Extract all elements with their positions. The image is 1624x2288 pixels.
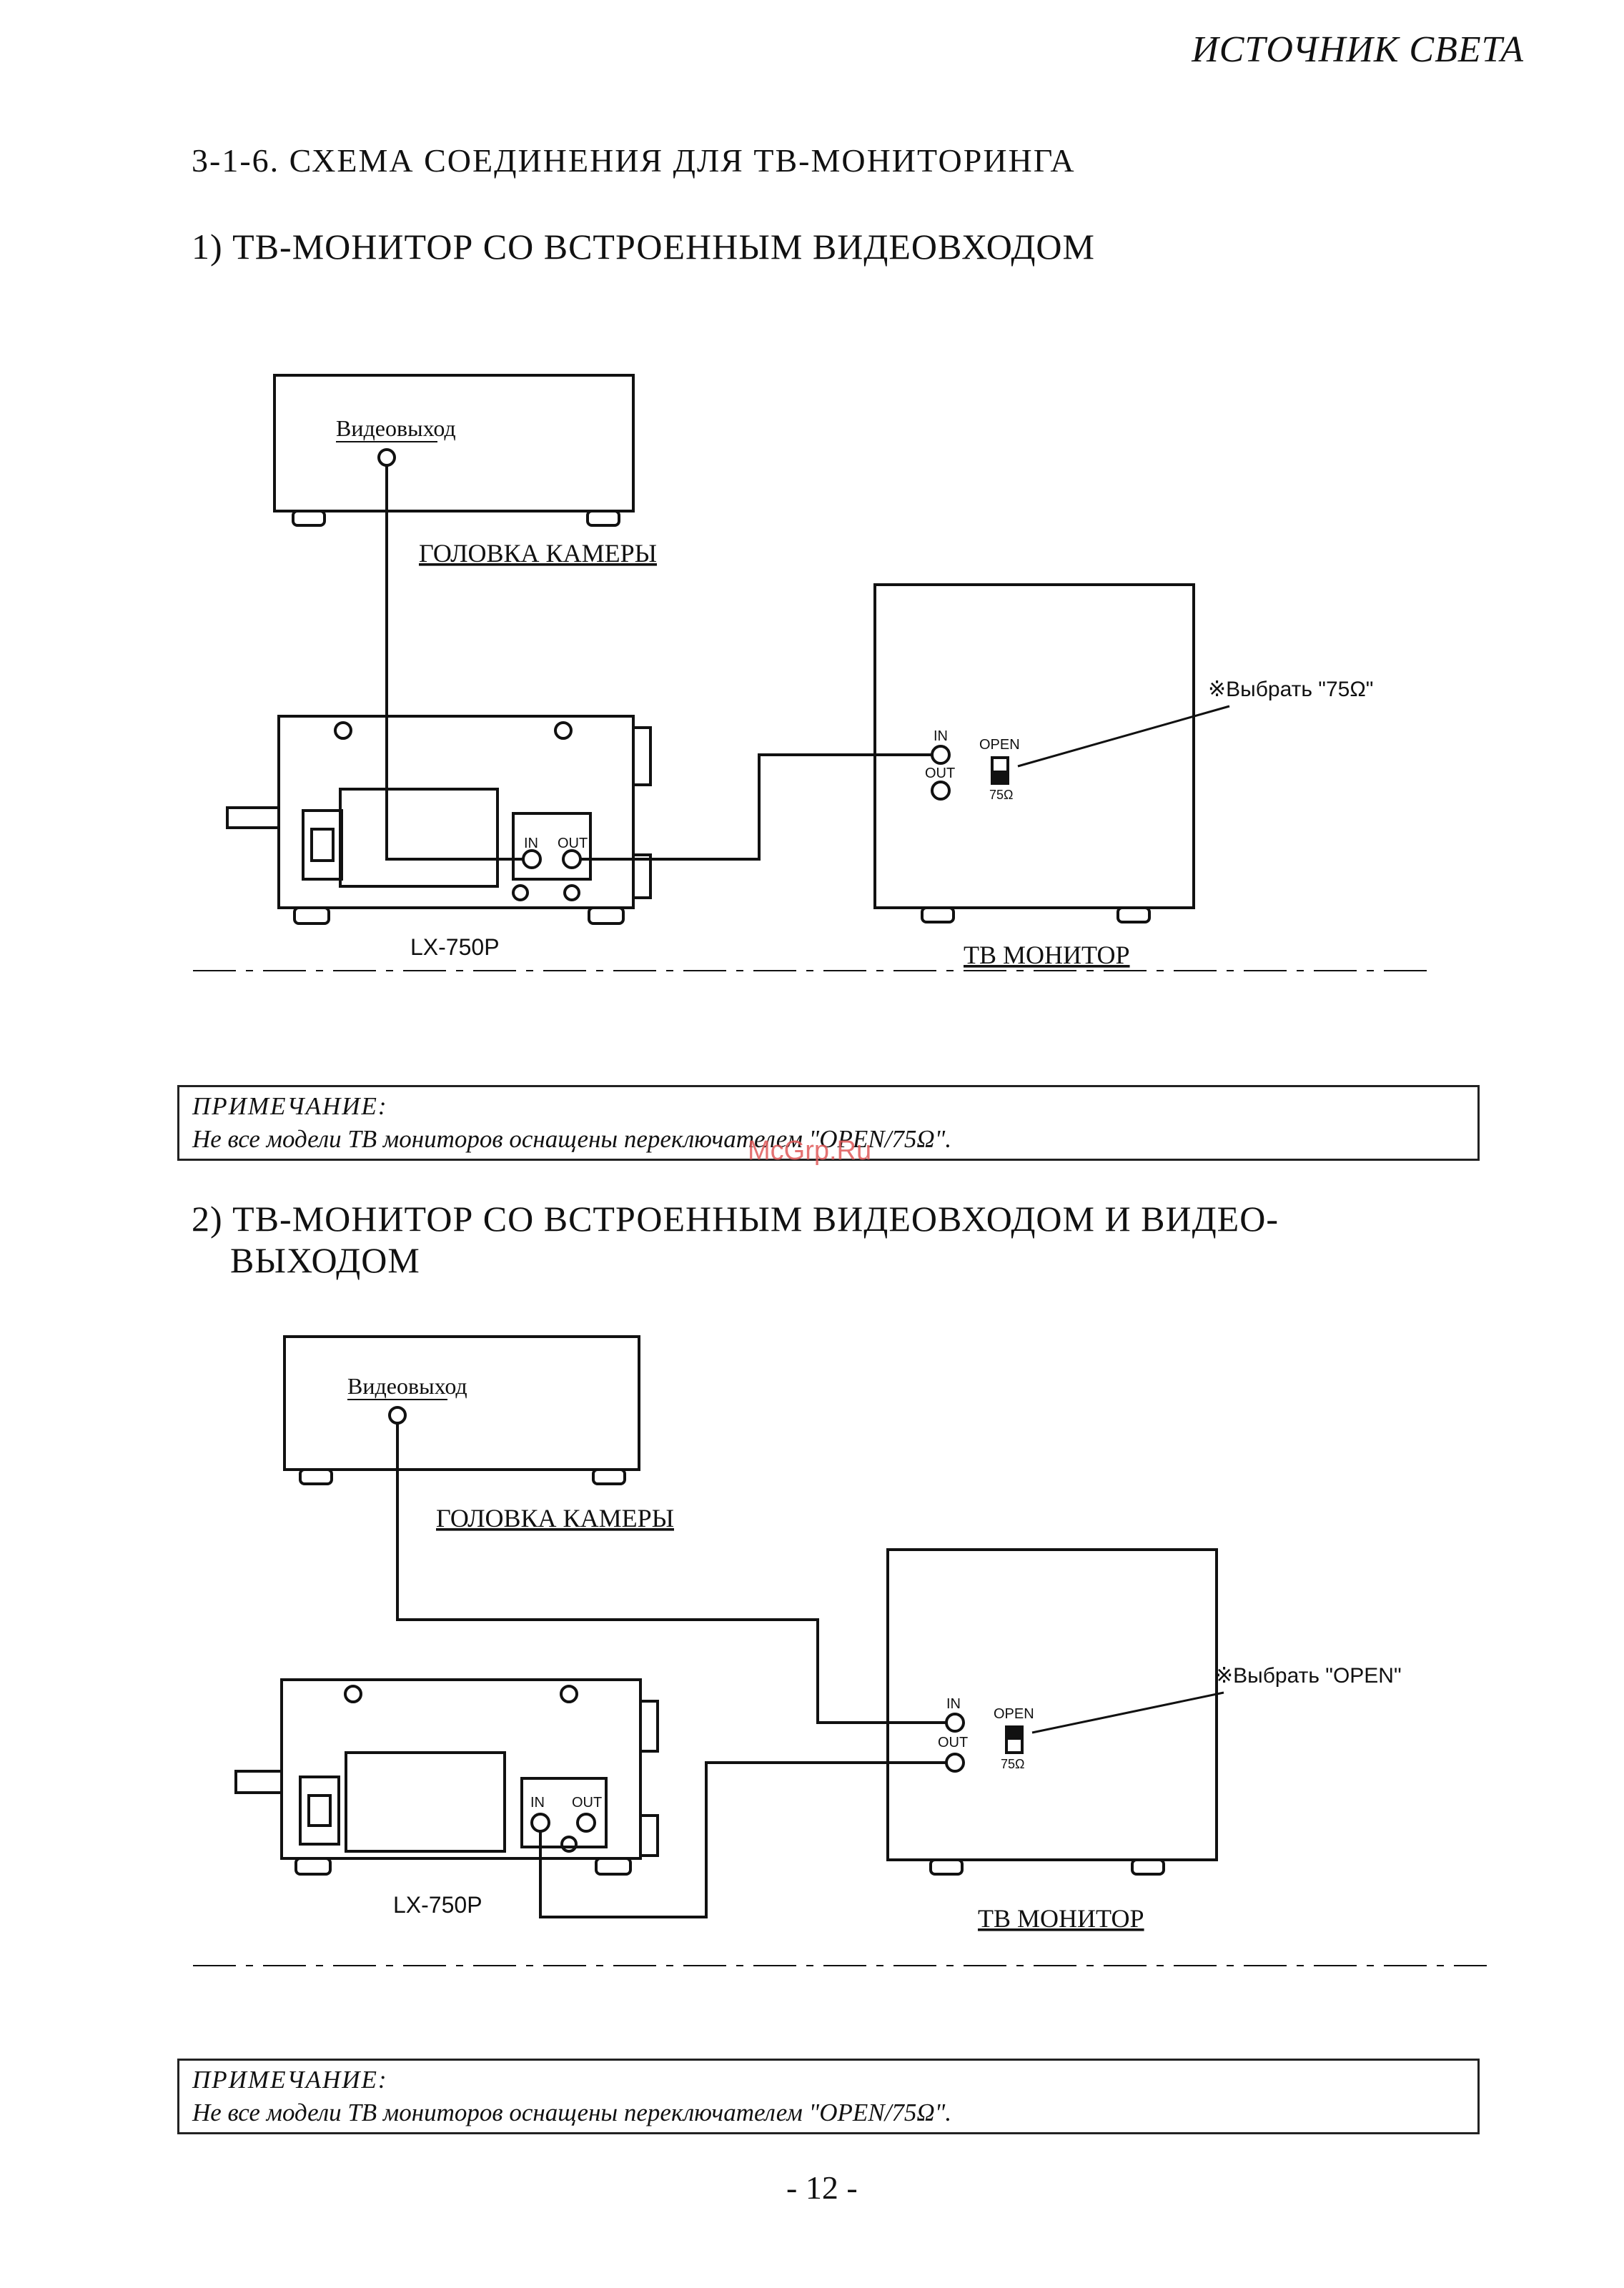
cable-monitor-out-to-lx750p: [539, 1761, 946, 1918]
callout-leader: [1017, 705, 1230, 768]
camera-head-box: [283, 1335, 640, 1471]
tv-monitor-box: [873, 583, 1195, 909]
lx750p-box: [280, 1678, 642, 1860]
tv-monitor-box: [886, 1548, 1218, 1861]
screw-icon: [563, 884, 580, 901]
note1-box: ПРИМЕЧАНИЕ: Не все модели ТВ мониторов о…: [177, 1085, 1480, 1161]
camera-video-out-label: Видеовыход: [347, 1373, 467, 1399]
tv-monitor-label: ТВ МОНИТОР: [978, 1904, 1144, 1933]
lx750p-out-jack: [576, 1813, 596, 1833]
screw-icon: [554, 721, 573, 740]
switch-open-label: OPEN: [979, 737, 1020, 753]
monitor-in-jack: [945, 1713, 965, 1733]
diagram1-heading: 1) ТВ-МОНИТОР СО ВСТРОЕННЫМ ВИДЕОВХОДОМ: [192, 227, 1095, 267]
lx750p-label: LX-750P: [410, 934, 500, 960]
select-callout: ※Выбрать "75Ω": [1208, 678, 1373, 701]
cable-camera-to-monitor-in: [396, 1423, 946, 1724]
note2-text: Не все модели ТВ мониторов оснащены пере…: [192, 2099, 952, 2126]
switch-open-label: OPEN: [994, 1706, 1034, 1722]
cable-camera-to-lx750p: [385, 465, 523, 861]
lx750p-out-label: OUT: [572, 1795, 602, 1811]
lx750p-panel: [339, 788, 499, 888]
diagram1-connection-diagram: Видеовыход ГОЛОВКА КАМЕРЫ IN OUT LX-750P…: [193, 374, 1430, 971]
lx750p-out-label: OUT: [558, 836, 588, 851]
camera-head-box: [273, 374, 635, 512]
screw-icon: [344, 1685, 362, 1703]
lx750p-in-label: IN: [530, 1795, 545, 1811]
section-header: ИСТОЧНИК СВЕТА: [1192, 29, 1524, 70]
tv-monitor-label: ТВ МОНИТОР: [964, 941, 1130, 969]
camera-head-foot-left: [292, 510, 326, 527]
lx750p-in-jack: [530, 1813, 550, 1833]
lx750p-jack-panel: [512, 812, 592, 881]
camera-video-out-jack: [388, 1406, 407, 1425]
switch-75-label: 75Ω: [1001, 1757, 1024, 1771]
monitor-in-label: IN: [946, 1696, 961, 1712]
diagram2-heading-line1: 2) ТВ-МОНИТОР СО ВСТРОЕННЫМ ВИДЕОВХОДОМ …: [192, 1199, 1279, 1239]
diagram2-connection-diagram: Видеовыход ГОЛОВКА КАМЕРЫ IN OUT LX-750P…: [193, 1335, 1487, 1966]
screw-icon: [560, 1685, 578, 1703]
page-number: - 12 -: [786, 2169, 858, 2206]
monitor-out-jack: [931, 781, 951, 801]
monitor-out-jack: [945, 1753, 965, 1773]
lx750p-in-label: IN: [524, 836, 538, 851]
note1-title: ПРИМЕЧАНИЕ:: [192, 1092, 388, 1120]
monitor-out-label: OUT: [938, 1735, 968, 1750]
note2-box: ПРИМЕЧАНИЕ: Не все модели ТВ мониторов о…: [177, 2059, 1480, 2134]
section-title: 3-1-6. СХЕМА СОЕДИНЕНИЯ ДЛЯ ТВ-МОНИТОРИН…: [192, 142, 1076, 179]
screw-icon: [512, 884, 529, 901]
note1-text: Не все модели ТВ мониторов оснащены пере…: [192, 1125, 952, 1153]
callout-leader: [1031, 1691, 1224, 1734]
lx750p-panel: [345, 1751, 506, 1853]
note2-title: ПРИМЕЧАНИЕ:: [192, 2066, 388, 2094]
monitor-in-jack: [931, 745, 951, 765]
select-callout: ※Выбрать "OPEN": [1215, 1664, 1402, 1688]
cable-lx750p-to-monitor: [580, 753, 932, 861]
monitor-out-label: OUT: [925, 766, 955, 781]
power-inlet-icon: [299, 1776, 340, 1846]
lx750p-label: LX-750P: [393, 1892, 482, 1918]
lx750p-jack-panel: [520, 1777, 608, 1848]
switch-75-label: 75Ω: [989, 788, 1013, 802]
watermark: McGrp.Ru: [748, 1136, 872, 1166]
lx750p-in-jack: [522, 849, 542, 869]
camera-head-foot-right: [586, 510, 620, 527]
power-inlet-icon: [302, 809, 343, 881]
diagram2-heading-line2: ВЫХОДОМ: [230, 1240, 420, 1280]
monitor-in-label: IN: [934, 728, 948, 744]
lx750p-out-jack: [562, 849, 582, 869]
camera-head-label: ГОЛОВКА КАМЕРЫ: [436, 1504, 674, 1532]
camera-video-out-label: Видеовыход: [336, 415, 456, 441]
screw-icon: [334, 721, 352, 740]
camera-head-label: ГОЛОВКА КАМЕРЫ: [419, 539, 657, 568]
screw-icon: [560, 1836, 578, 1853]
camera-video-out-jack: [377, 448, 396, 467]
